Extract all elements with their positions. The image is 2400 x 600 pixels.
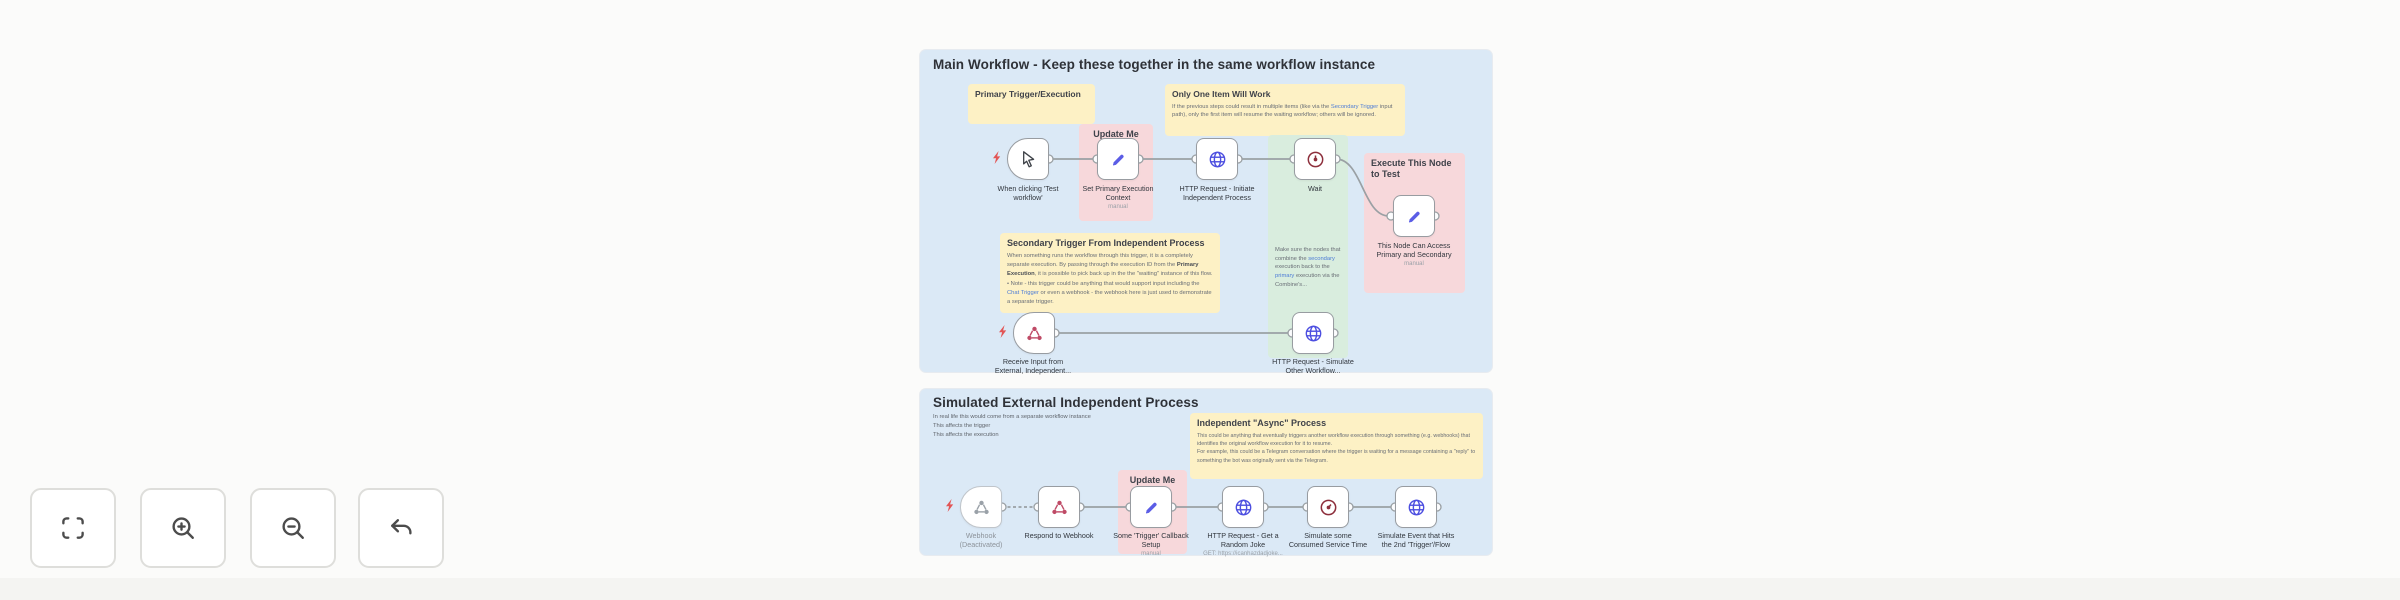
note-body: When something runs the workflow through… (1007, 253, 1213, 277)
node-label: HTTP Request - Initiate Independent Proc… (1179, 184, 1255, 203)
external-process-title: Simulated External Independent Process (933, 395, 1199, 410)
note-secondary-trigger[interactable]: Secondary Trigger From Independent Proce… (1000, 233, 1220, 313)
zoom-in-icon (168, 513, 198, 543)
globe-icon (1233, 497, 1254, 518)
node-label: When clicking 'Test workflow' (997, 184, 1059, 203)
note-body: If the previous steps could result in mu… (1172, 103, 1393, 119)
note-title: Independent "Async" Process (1197, 418, 1327, 428)
node-subtitle: manual (1404, 261, 1424, 268)
node-simulate-consumed-service-time[interactable] (1307, 486, 1349, 528)
note-title: Secondary Trigger From Independent Proce… (1007, 238, 1205, 248)
note-title: Primary Trigger/Execution (975, 89, 1081, 99)
clock-icon (1318, 497, 1339, 518)
pencil-icon (1404, 206, 1425, 227)
node-http-initiate-independent-process[interactable] (1196, 138, 1238, 180)
page-bottom-strip (0, 578, 2400, 600)
node-wait[interactable] (1294, 138, 1336, 180)
main-workflow-title: Main Workflow - Keep these together in t… (933, 57, 1376, 72)
zoom-to-fit-button[interactable] (30, 488, 116, 568)
node-when-clicking-test-workflow[interactable] (1007, 138, 1049, 180)
note-body: Make sure the nodes that combine the sec… (1275, 247, 1341, 288)
undo-icon (386, 513, 416, 543)
external-process-subtitle: In real life this would come from a sepa… (933, 414, 1091, 438)
webhook-icon (1024, 323, 1045, 344)
node-receive-external-input[interactable] (1013, 312, 1055, 354)
node-label: Receive Input from External, Independent… (994, 357, 1072, 376)
note-primary-trigger[interactable]: Primary Trigger/Execution (968, 84, 1095, 124)
node-access-primary-and-secondary[interactable] (1393, 195, 1435, 237)
execute-trigger-lightning-icon (946, 499, 955, 512)
node-label: Wait (1307, 184, 1323, 193)
execute-trigger-lightning-icon (999, 325, 1008, 338)
node-simulate-event-hits-trigger[interactable] (1395, 486, 1437, 528)
node-label: HTTP Request - Simulate Other Workflow..… (1272, 357, 1354, 376)
node-subtitle: manual (1141, 551, 1161, 558)
note-title: Execute This Node to Test (1371, 158, 1452, 180)
globe-icon (1207, 149, 1228, 170)
node-label: Webhook (Deactivated) (959, 531, 1003, 550)
node-subtitle: manual (1108, 204, 1128, 211)
node-label: Respond to Webhook (1024, 531, 1094, 540)
node-set-primary-execution-context[interactable] (1097, 138, 1139, 180)
note-title: Only One Item Will Work (1172, 89, 1271, 99)
zoom-out-button[interactable] (250, 488, 336, 568)
clock-icon (1305, 149, 1326, 170)
pencil-icon (1108, 149, 1129, 170)
webhook-icon (971, 497, 992, 518)
node-webhook-deactivated[interactable] (960, 486, 1002, 528)
zoom-to-fit-icon (58, 513, 88, 543)
globe-icon (1303, 323, 1324, 344)
note-body: This could be anything that eventually t… (1197, 433, 1476, 464)
note-bullet: • Note - this trigger could be anything … (1007, 281, 1212, 305)
note-title: Update Me (1093, 129, 1139, 139)
globe-icon (1406, 497, 1427, 518)
node-label: Simulate some Consumed Service Time (1288, 531, 1368, 550)
pencil-icon (1141, 497, 1162, 518)
node-subtitle: GET: https://icanhazdadjoke... (1203, 551, 1283, 558)
node-http-simulate-other-workflow[interactable] (1292, 312, 1334, 354)
execute-trigger-lightning-icon (993, 151, 1002, 164)
note-title: Update Me (1129, 475, 1176, 485)
zoom-out-icon (278, 513, 308, 543)
node-http-get-random-joke[interactable] (1222, 486, 1264, 528)
node-label: This Node Can Access Primary and Seconda… (1366, 241, 1462, 269)
node-respond-to-webhook[interactable] (1038, 486, 1080, 528)
node-label: Simulate Event that Hits the 2nd 'Trigge… (1377, 531, 1455, 550)
zoom-in-button[interactable] (140, 488, 226, 568)
webhook-icon (1049, 497, 1070, 518)
cursor-icon (1018, 149, 1039, 170)
note-independent-async[interactable]: Independent "Async" Process This could b… (1190, 413, 1483, 479)
note-only-one-item[interactable]: Only One Item Will Work If the previous … (1165, 84, 1405, 136)
undo-button[interactable] (358, 488, 444, 568)
node-trigger-callback-setup[interactable] (1130, 486, 1172, 528)
